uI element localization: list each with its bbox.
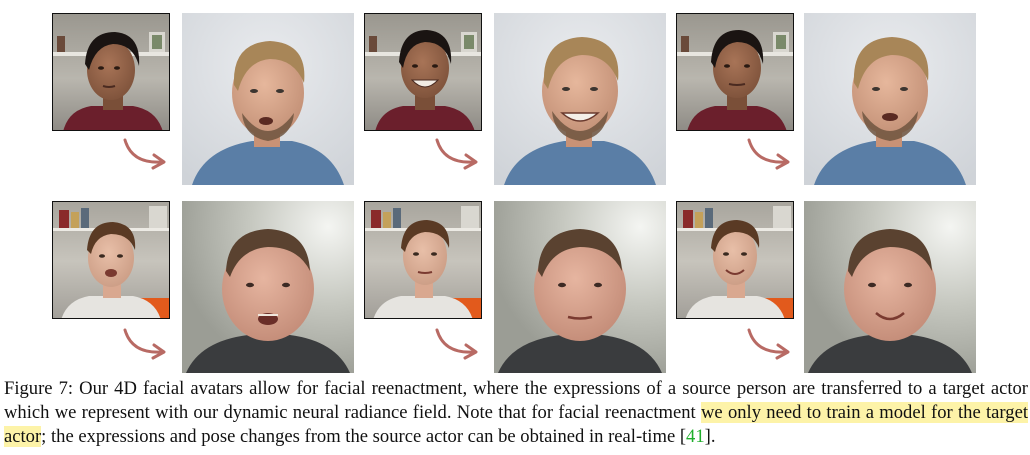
target-image-row2-2 [494, 201, 666, 373]
source-image-row1-3 [676, 13, 794, 131]
source-image-row1-1 [52, 13, 170, 131]
arrow-icon [747, 328, 790, 360]
arrow-icon [435, 138, 478, 170]
figure-caption: Figure 7: Our 4D facial avatars allow fo… [4, 377, 1028, 449]
target-image-row2-3 [804, 201, 976, 373]
caption-text-continued: ; the expressions and pose changes from … [41, 426, 687, 447]
citation-link[interactable]: 41 [686, 426, 705, 447]
caption-text-end: ]. [704, 426, 716, 447]
arrow-icon [435, 328, 478, 360]
target-image-row1-2 [494, 13, 666, 185]
arrow-icon [123, 138, 166, 170]
source-image-row2-2 [364, 201, 482, 319]
target-image-row2-1 [182, 201, 354, 373]
target-image-row1-1 [182, 13, 354, 185]
figure-label: Figure 7: [4, 378, 74, 399]
target-image-row1-3 [804, 13, 976, 185]
arrow-icon [747, 138, 790, 170]
source-image-row2-1 [52, 201, 170, 319]
caption-text: Our 4D facial avatars allow for facial r… [4, 378, 1028, 423]
arrow-icon [123, 328, 166, 360]
source-image-row1-2 [364, 13, 482, 131]
source-image-row2-3 [676, 201, 794, 319]
